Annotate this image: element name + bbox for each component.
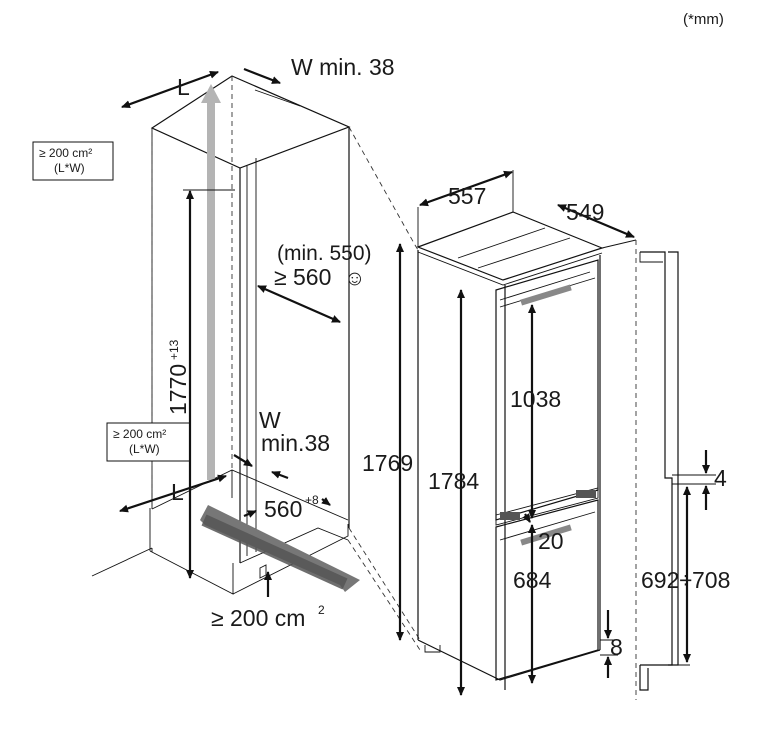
niche-top-dimensions: L W min. 38 (121, 54, 395, 109)
niche-width-dimension: 560 +8 (243, 493, 331, 522)
length-top-label: L (177, 74, 190, 100)
svg-text:1769: 1769 (362, 450, 413, 476)
svg-text:≥ 560: ≥ 560 (274, 264, 331, 290)
svg-text:(min. 550): (min. 550) (277, 242, 372, 265)
door-profile (635, 240, 716, 700)
svg-text:2: 2 (318, 603, 325, 617)
bottom-vent: ≥ 200 cm 2 (211, 564, 325, 631)
gap-dimension: 20 (522, 513, 564, 554)
svg-text:≥ 200 cm: ≥ 200 cm (211, 605, 305, 631)
svg-text:≥ 200 cm²: ≥ 200 cm² (113, 427, 166, 441)
appliance-width-dimension: 557 (417, 170, 514, 247)
niche-depth-dimension: (min. 550) ≥ 560 ☺ (257, 242, 372, 324)
svg-text:(L*W): (L*W) (129, 442, 160, 456)
door-top-gap: 4 (702, 450, 727, 510)
svg-text:L: L (171, 479, 184, 505)
appliance-height-total: 1769 (362, 243, 413, 641)
svg-text:1784: 1784 (428, 468, 479, 494)
vent-box-mid: ≥ 200 cm² (L*W) (106, 422, 191, 462)
svg-text:min.38: min.38 (261, 430, 330, 456)
appliance-body (414, 211, 604, 690)
svg-text:+8: +8 (305, 493, 319, 507)
niche-height-tol: +13 (167, 339, 181, 360)
airflow-arrows (200, 84, 360, 592)
appliance-height-body: 1784 (428, 289, 479, 696)
svg-text:20: 20 (538, 528, 564, 554)
svg-text:560: 560 (264, 496, 302, 522)
mid-width-dimension: W min.38 (233, 407, 330, 480)
niche-cabinet (91, 75, 421, 651)
svg-text:1038: 1038 (510, 386, 561, 412)
units-note: (*mm) (683, 11, 724, 28)
svg-text:684: 684 (513, 567, 552, 593)
svg-text:4: 4 (714, 465, 727, 491)
freezer-height-dimension: 684 (513, 524, 552, 684)
bottom-length-dimension: L (119, 474, 227, 513)
fridge-height-dimension: 1038 (510, 304, 561, 519)
svg-text:W: W (259, 407, 281, 433)
svg-text:≥ 200 cm²: ≥ 200 cm² (39, 146, 92, 160)
niche-height-dimension: 1770 +13 (165, 189, 235, 579)
bottom-gap-dimension: 8 (600, 610, 623, 678)
vent-box-top: ≥ 200 cm² (L*W) (32, 141, 114, 181)
svg-text:8: 8 (610, 634, 623, 660)
svg-text:(L*W): (L*W) (54, 161, 85, 175)
depth-symbol: ☺ (344, 267, 365, 290)
width-top-label: W min. 38 (291, 54, 395, 80)
svg-text:557: 557 (448, 183, 486, 209)
door-mount-range: 692÷708 (641, 486, 730, 663)
svg-text:692÷708: 692÷708 (641, 567, 730, 593)
niche-height-label: 1770 (165, 364, 191, 415)
svg-text:549: 549 (566, 199, 604, 225)
appliance-depth-dimension: 549 (557, 199, 637, 249)
